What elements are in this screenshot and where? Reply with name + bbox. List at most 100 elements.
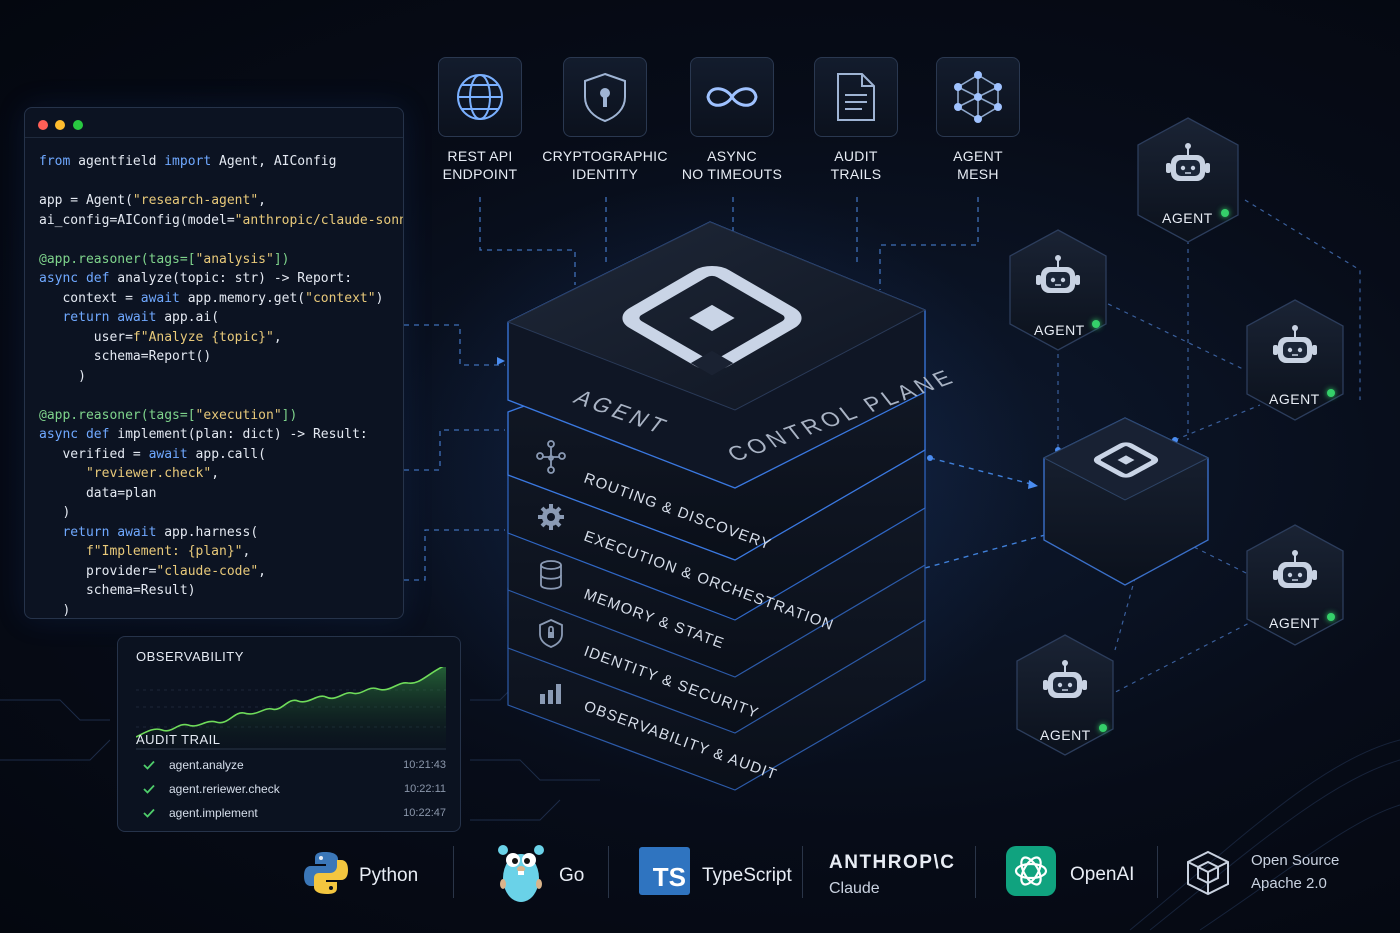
status-online-icon [1327,389,1335,397]
mesh-icon [954,71,1002,123]
code-line: return await app.ai( [39,310,220,325]
code-line: async def implement(plan: dict) -> Resul… [39,427,368,442]
typescript-badge: TS [652,862,686,892]
close-dot-icon[interactable] [38,120,48,130]
code-line: schema=Result) [39,583,196,598]
check-icon [143,808,155,818]
code-line: ) [39,505,71,520]
audit-event-name: agent.implement [169,806,258,820]
code-line: @app.reasoner(tags=["execution"]) [39,407,298,423]
code-line: from agentfield import Agent, AIConfig [39,154,337,169]
status-online-icon [1327,613,1335,621]
python-logo-icon [304,852,348,894]
code-line: return await app.harness( [39,524,259,540]
feature-icon-box [563,57,647,137]
shield-lock-icon [584,72,626,123]
code-line: ) [39,602,71,618]
code-line: data=plan [39,485,157,501]
shield-icon [539,619,563,648]
agent-label: AGENT [1269,615,1320,631]
minimize-dot-icon[interactable] [55,120,65,130]
agent-node[interactable] [1246,524,1344,646]
window-titlebar [25,108,403,138]
code-line: verified = await app.call( [39,446,266,462]
agent-label: AGENT [1040,727,1091,743]
status-online-icon [1099,724,1107,732]
audit-event-time: 10:22:11 [403,783,446,795]
python-label: Python [359,865,419,886]
logo-divider [453,846,454,898]
observability-line [136,667,444,738]
code-line: "reviewer.check", [39,466,220,481]
audit-event-name: agent.reriewer.check [169,782,280,796]
audit-row: agent.analyze 10:21:43 [142,756,446,776]
observability-chart [136,667,446,750]
license-label: Apache 2.0 [1251,875,1327,892]
code-line: context = await app.memory.get("context"… [39,290,384,306]
logo-divider [802,846,803,898]
openai-label: OpenAI [1070,864,1135,885]
check-icon [143,784,155,794]
go-gopher-icon [498,845,544,902]
audit-row: agent.implement 10:22:47 [142,804,446,824]
agent-node[interactable] [1246,299,1344,421]
audit-event-time: 10:22:47 [403,807,446,819]
maximize-dot-icon[interactable] [73,120,83,130]
agent-node[interactable] [1137,117,1239,243]
logo-divider [975,846,976,898]
audit-trail-title: AUDIT TRAIL [136,732,221,747]
openai-logo-icon [1006,846,1056,896]
code-line: ai_config=AIConfig(model="anthropic/clau… [39,212,403,228]
agent-label: AGENT [1034,322,1085,338]
observability-panel: OBSERVABILITY AUDIT TRAIL agent.analyze … [117,636,461,832]
agent-node[interactable] [1009,229,1107,351]
feature-icon-box [438,57,522,137]
stack-top-slab [506,221,927,489]
audit-event-time: 10:21:43 [403,759,446,771]
globe-icon [457,74,503,120]
claude-label: Claude [829,880,880,897]
document-icon [837,73,875,121]
logo-divider [1157,846,1158,898]
open-source-cube-icon [1187,850,1229,896]
feature-icon-box [936,57,1020,137]
hub-node [1042,417,1210,586]
code-line: @app.reasoner(tags=["analysis"]) [39,251,290,267]
observability-title: OBSERVABILITY [136,649,244,664]
code-line: provider="claude-code", [39,563,266,579]
typescript-logo-icon: TS [639,847,690,895]
status-online-icon [1221,209,1229,217]
bar-chart-icon [540,684,561,704]
gear-icon [538,504,564,530]
code-line: schema=Report() [39,349,212,364]
go-label: Go [559,865,585,886]
network-icon [536,440,566,474]
audit-row: agent.reriewer.check 10:22:11 [142,780,446,800]
code-line: user=f"Analyze {topic}", [39,329,282,345]
agent-label: AGENT [1269,391,1320,407]
observability-area [136,667,446,749]
logo-divider [608,846,609,898]
code-line: f"Implement: {plan}", [39,544,251,559]
open-source-label: Open Source [1251,852,1340,869]
feature-icon-box [690,57,774,137]
check-icon [143,760,155,770]
agent-label: AGENT [1162,210,1213,226]
feature-icon-box [814,57,898,137]
agent-node[interactable] [1016,634,1114,756]
code-line: async def analyze(topic: str) -> Report: [39,271,353,286]
anthropic-label: ANTHROP\C [829,852,956,873]
